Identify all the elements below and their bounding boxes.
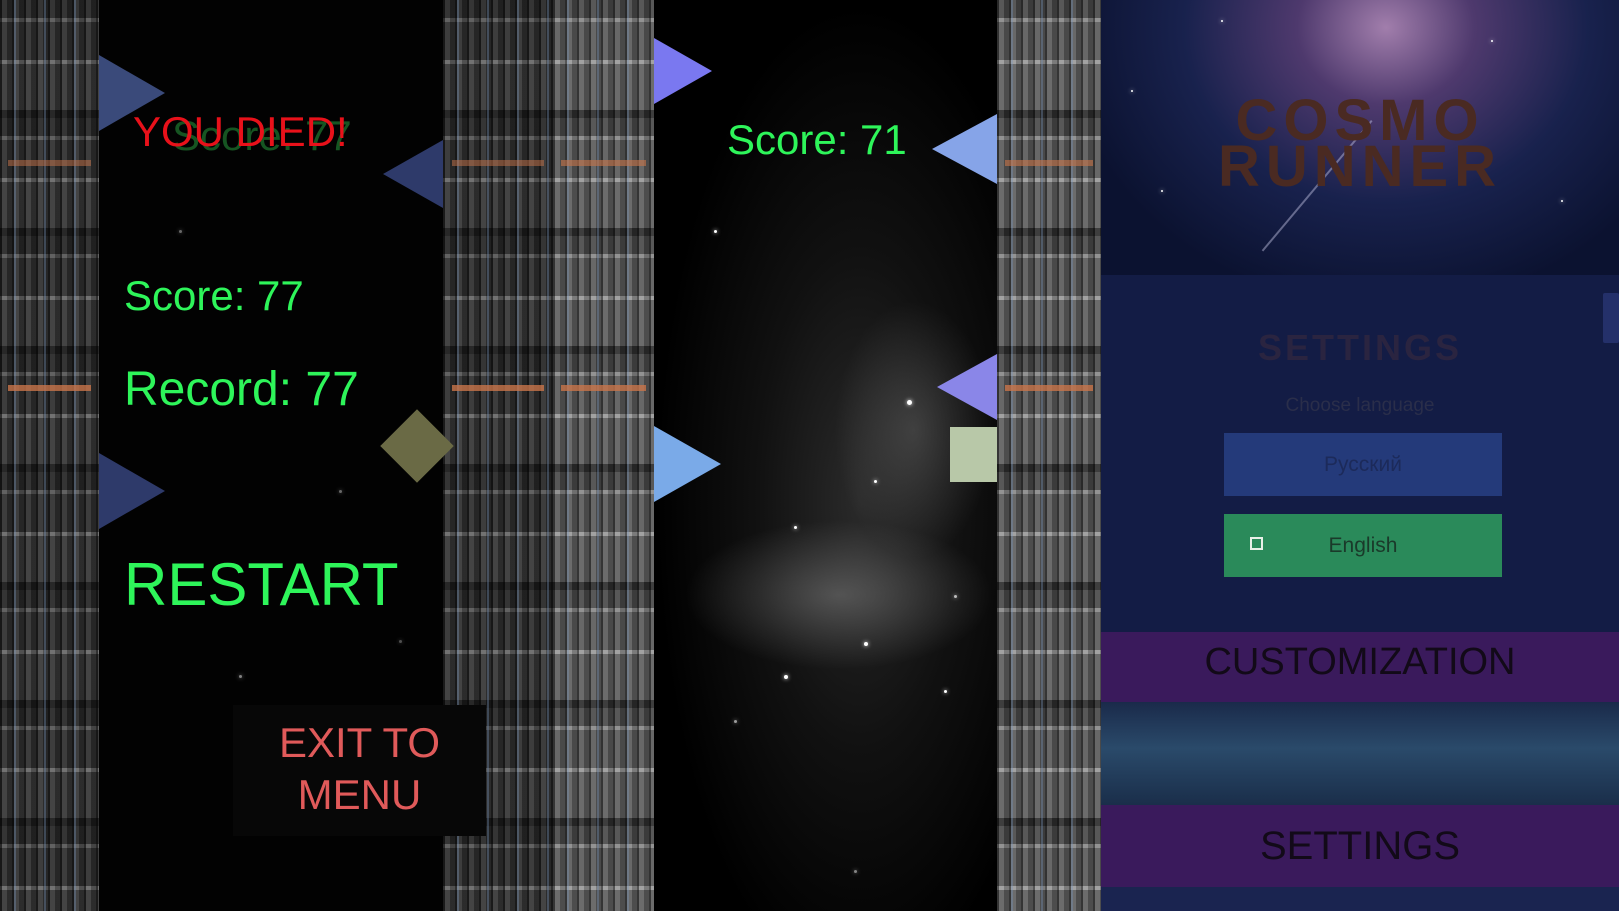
wall-strip-3 [553, 0, 654, 911]
choose-language-label: Choose language [1285, 395, 1435, 416]
obstacle-triangle-icon [99, 453, 165, 529]
game-title-line1: COSMO [1235, 88, 1485, 153]
language-english-label: English [1328, 534, 1398, 557]
menu-bottom-strip [1101, 887, 1619, 911]
settings-menu-label: SETTINGS [1259, 824, 1461, 868]
settings-title: SETTINGS [1257, 327, 1463, 368]
customization-button[interactable]: CUSTOMIZATION [1101, 632, 1619, 702]
square-obstacle-icon [950, 427, 997, 482]
language-russian-button[interactable]: Русский [1224, 433, 1502, 496]
record-score: Record: 77 [124, 363, 359, 416]
obstacle-triangle-icon [654, 38, 712, 104]
obstacle-triangle-icon [654, 426, 721, 502]
language-english-button[interactable]: English [1224, 514, 1502, 577]
settings-panel: SETTINGS Choose language Русский English [1101, 275, 1619, 632]
customization-label: CUSTOMIZATION [1204, 641, 1516, 683]
exit-to-menu-button[interactable]: EXIT TO MENU [233, 705, 486, 836]
exit-label-line2: MENU [297, 771, 422, 818]
scroll-handle[interactable] [1603, 293, 1619, 343]
obstacle-triangle-icon [99, 55, 165, 131]
game-title-line2: RUNNER [1217, 134, 1503, 199]
forest-background [1101, 702, 1619, 805]
wall-strip-4 [997, 0, 1101, 911]
settings-menu-button[interactable]: SETTINGS [1101, 805, 1619, 887]
wall-strip-1 [0, 0, 99, 911]
language-russian-label: Русский [1324, 453, 1402, 476]
obstacle-triangle-icon [937, 354, 997, 420]
you-died-title: YOU DIED! [133, 108, 348, 155]
obstacle-triangle-icon [383, 140, 443, 208]
menu-header-background [1101, 0, 1619, 275]
checkbox-icon[interactable] [1250, 537, 1263, 550]
ghost-score-text: Score: 77 [172, 112, 352, 159]
gameplay-score: Score: 71 [727, 116, 907, 163]
restart-button[interactable]: RESTART [124, 551, 399, 618]
main-menu-panel: COSMO RUNNER SETTINGS Choose language Ру… [1101, 0, 1619, 911]
obstacle-triangle-icon [932, 114, 997, 184]
final-score: Score: 77 [124, 272, 304, 319]
exit-label-line1: EXIT TO [278, 719, 441, 766]
